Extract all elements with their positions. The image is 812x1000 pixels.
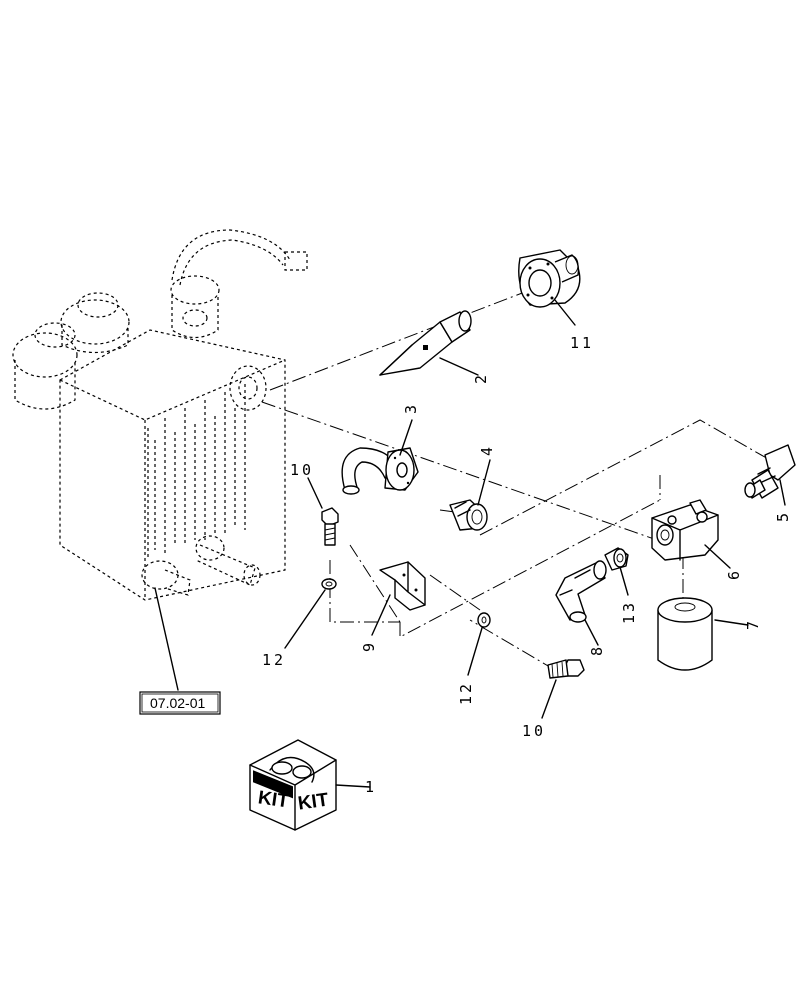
leader-lines — [154, 299, 786, 788]
callout-10-upper: 10 — [290, 461, 314, 479]
callout-numbers: 1 2 3 4 5 6 7 8 9 10 10 11 12 12 13 — [262, 334, 792, 796]
callout-6: 6 — [725, 568, 743, 580]
part-7-filter-element — [657, 597, 713, 671]
callout-7: 7 — [744, 618, 762, 630]
callout-4: 4 — [478, 444, 496, 456]
callout-11: 11 — [570, 334, 594, 352]
hydraulic-tank-assembly — [12, 229, 308, 601]
callout-12-upper: 12 — [262, 651, 286, 669]
part-12-washer-lower — [477, 612, 491, 628]
part-4-fitting — [449, 499, 488, 531]
center-lines — [261, 289, 771, 671]
callout-1: 1 — [365, 778, 377, 796]
part-1-kit-box: KIT KIT — [249, 739, 337, 831]
part-8-elbow-fitting — [555, 560, 607, 623]
callout-2: 2 — [472, 372, 490, 384]
part-10-bolt-upper — [321, 507, 339, 546]
part-9-bracket — [379, 561, 426, 611]
part-3-elbow-tube — [341, 447, 419, 495]
callout-10-lower: 10 — [522, 722, 546, 740]
part-5-elbow-fitting — [744, 444, 796, 499]
part-13-adapter — [604, 547, 629, 571]
callout-5: 5 — [774, 510, 792, 522]
callout-13: 13 — [620, 600, 638, 624]
callout-3: 3 — [402, 402, 420, 414]
kit-label-right: KIT — [297, 789, 331, 814]
part-6-filter-head — [651, 499, 719, 561]
part-2-strainer — [379, 310, 472, 376]
reference-box-label: 07.02-01 — [150, 695, 205, 711]
callout-12-lower: 12 — [457, 681, 475, 705]
kit-label-left: KIT — [257, 787, 291, 812]
callout-8: 8 — [588, 644, 606, 656]
part-11-flanged-tube — [518, 249, 581, 308]
part-10-bolt-lower — [547, 659, 585, 679]
reference-box-07-02-01[interactable]: 07.02-01 — [139, 691, 221, 715]
callout-9: 9 — [360, 640, 378, 652]
part-12-washer-upper — [321, 578, 337, 590]
